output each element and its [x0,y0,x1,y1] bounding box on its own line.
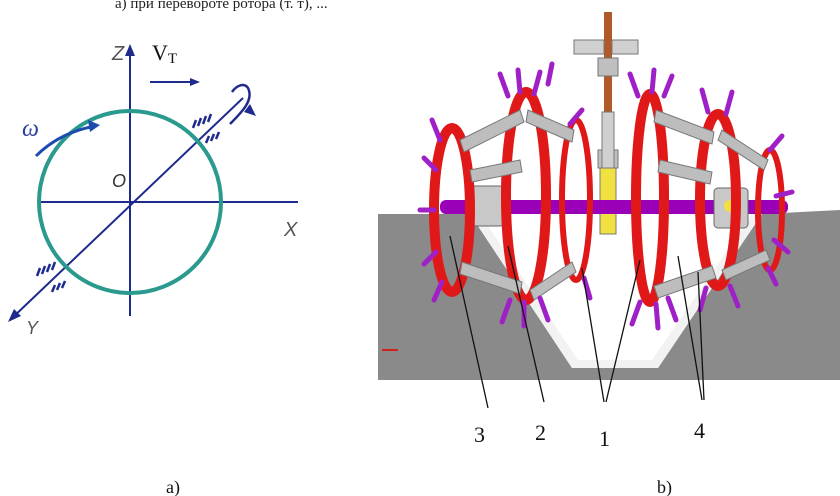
callout-leaders [449,235,705,409]
callout-4: 4 [694,418,705,443]
panel-b-diagram: 3 2 1 4 b) [378,12,840,496]
y-axis-label: Y [26,318,40,338]
y-axis-arrow [8,309,21,322]
right-inner-disc [631,89,669,307]
mast-arm-right [611,39,639,55]
lower-bearing-hatch [35,261,67,293]
omega-arrowhead-icon [88,120,100,132]
left-hub [469,185,505,227]
v-trough [378,210,840,380]
panel-a-diagram: Z O X Y ω VT a) [8,40,298,496]
slats [459,109,771,301]
velocity-arrowhead-icon [190,78,200,86]
rotation-arc-arrowhead-icon [244,104,256,116]
mast-clamp-top [597,57,619,77]
callout-3: 3 [474,422,485,447]
upper-bearing-hatch [191,113,221,144]
panel-b-caption: b) [657,477,672,496]
y-axis [9,97,244,321]
callout-2: 2 [535,420,546,445]
rotor-teeth [417,61,795,331]
z-axis-label: Z [111,43,125,65]
left-middle-disc [501,87,551,305]
velocity-label: VT [152,40,177,67]
z-axis-arrow [125,44,135,56]
omega-arrow-icon [34,124,97,158]
mast-mid [601,111,615,169]
origin-label: O [112,171,126,191]
panel-a-caption: a) [166,477,180,496]
wheel-circle [37,109,223,295]
right-middle-disc [695,109,741,291]
callout-1: 1 [599,426,610,451]
top-caption: а) при перевороте ротора (т. т), ... [115,0,328,12]
mast-arm-left [573,39,605,55]
rotation-arc-icon [229,83,251,125]
omega-label: ω [22,116,39,142]
x-axis-label: X [283,219,298,241]
